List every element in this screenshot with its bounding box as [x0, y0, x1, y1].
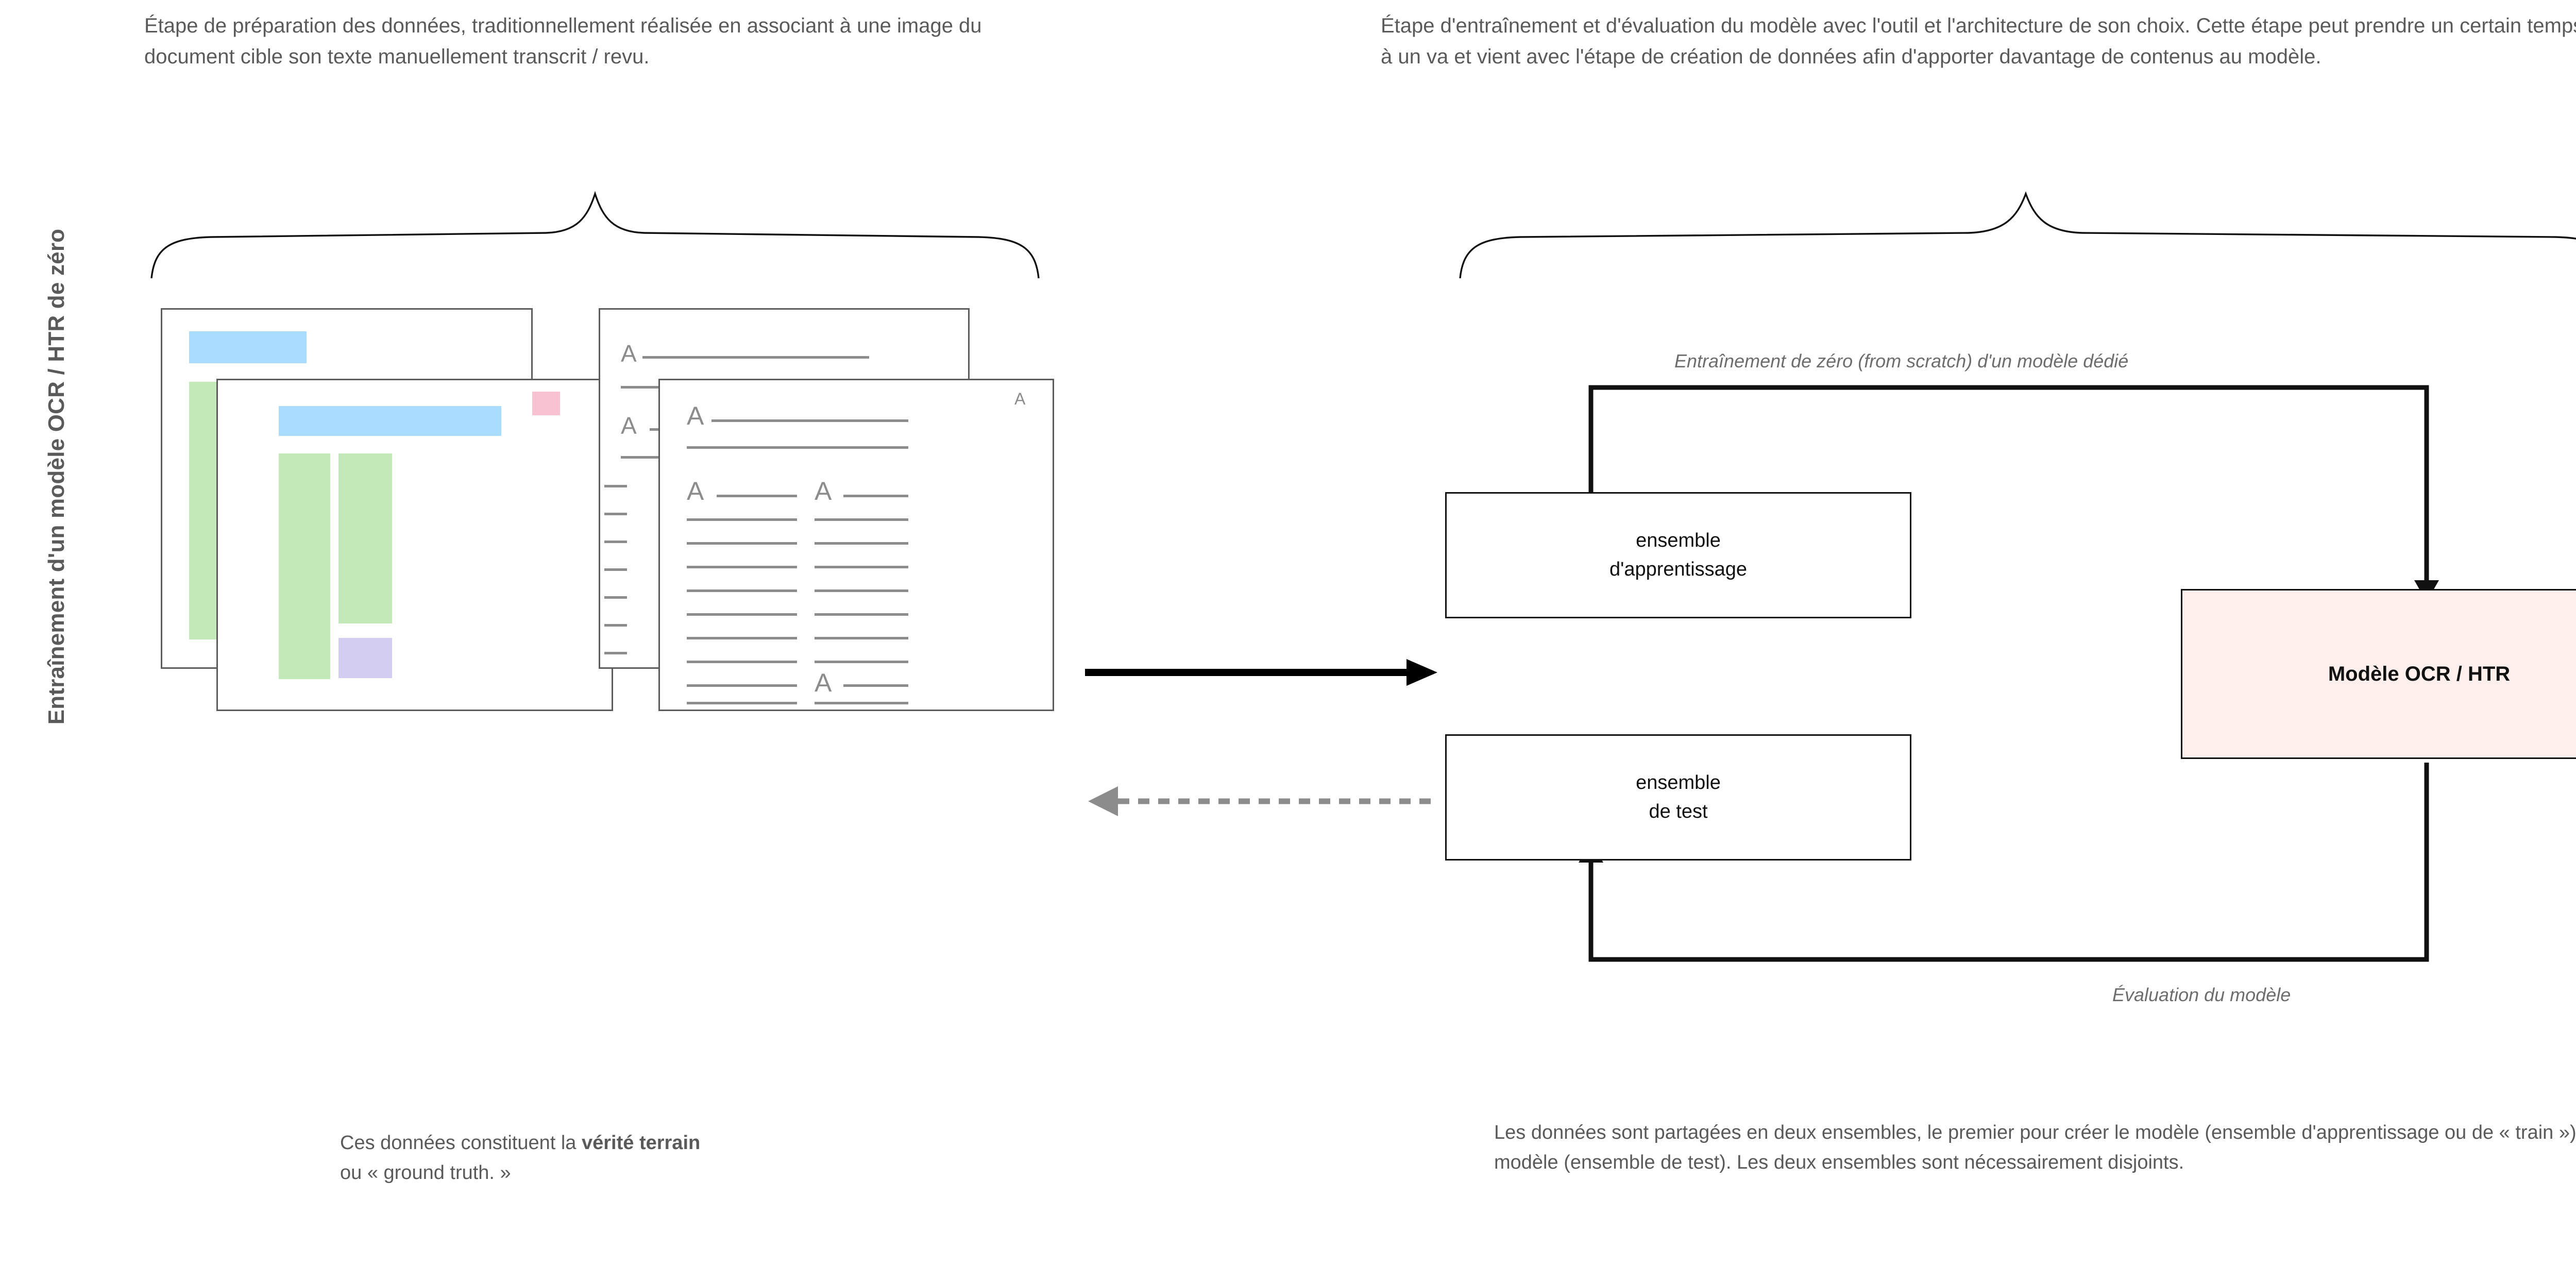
transcription-line [604, 485, 627, 487]
transcription-line [604, 541, 627, 543]
box-test-set-line2: de test [1649, 800, 1708, 822]
transcription-line [815, 637, 908, 639]
box-ocr-htr-model-label: Modèle OCR / HTR [2328, 663, 2511, 685]
transcription-line [843, 684, 908, 687]
region-title-blue [279, 406, 501, 436]
transcription-line [642, 356, 869, 359]
transcription-letter-corner: A [1014, 390, 1026, 408]
arrow-flow-to-data-dashed [1088, 786, 1437, 816]
transcription-line [687, 566, 797, 568]
transcription-line [687, 613, 797, 616]
brace-left [150, 191, 1040, 279]
box-train-set[interactable]: ensemble d'apprentissage [1445, 492, 1911, 618]
transcription-line [687, 589, 797, 592]
transcription-letter: A [815, 668, 832, 697]
transcription-line [843, 495, 908, 497]
transcription-letter: A [687, 401, 704, 430]
document-transcription-front: A A A A A [658, 379, 1054, 711]
transcription-line [815, 542, 908, 545]
brace-middle [1459, 191, 2576, 279]
region-marker-pink [532, 392, 560, 415]
region-footer-purple [338, 638, 392, 678]
box-train-set-line2: d'apprentissage [1609, 558, 1748, 580]
region-column-green-left [279, 453, 330, 679]
transcription-line [717, 495, 797, 497]
box-test-set-line1: ensemble [1636, 772, 1721, 794]
caption-ground-truth: Ces données constituent la vérité terrai… [340, 1128, 1113, 1188]
page-side-title: Entraînement d'un modèle OCR / HTR de zé… [44, 228, 69, 725]
region-title-blue [189, 331, 307, 363]
transcription-line [815, 566, 908, 568]
region-column-green-right [338, 453, 392, 623]
transcription-line [687, 542, 797, 545]
transcription-letter: A [621, 340, 637, 367]
box-ocr-htr-model[interactable]: Modèle OCR / HTR [2181, 589, 2576, 759]
caption-ground-truth-part2: ou « ground truth. » [340, 1161, 511, 1184]
transcription-line [815, 518, 908, 521]
transcription-line [815, 613, 908, 616]
arrow-data-to-flow [1085, 659, 1437, 686]
note-training-evaluation: Étape d'entraînement et d'évaluation du … [1381, 14, 2576, 68]
flow-label-training: Entraînement de zéro (from scratch) d'un… [1674, 350, 2129, 372]
caption-ground-truth-bold: vérité terrain [581, 1132, 701, 1154]
transcription-line [604, 568, 627, 571]
transcription-line [687, 702, 797, 704]
transcription-line [604, 596, 627, 599]
document-layout-front [216, 379, 613, 711]
box-test-set[interactable]: ensemble de test [1445, 734, 1911, 861]
transcription-line [711, 419, 908, 422]
flow-label-evaluation: Évaluation du modèle [2112, 984, 2291, 1005]
transcription-letter: A [687, 477, 704, 505]
transcription-line [687, 684, 797, 687]
transcription-line [815, 589, 908, 592]
box-train-set-line1: ensemble [1636, 530, 1721, 552]
transcription-line [687, 637, 797, 639]
transcription-line [687, 661, 797, 663]
transcription-line [815, 702, 908, 704]
transcription-line [687, 446, 908, 449]
caption-ground-truth-part1: Ces données constituent la [340, 1132, 582, 1154]
transcription-line [604, 624, 627, 627]
transcription-letter: A [815, 477, 832, 505]
caption-train-test-split: Les données sont partagées en deux ensem… [1494, 1122, 2576, 1173]
transcription-line [815, 661, 908, 663]
transcription-line [687, 518, 797, 521]
transcription-letter: A [621, 412, 637, 439]
note-data-preparation: Étape de préparation des données, tradit… [144, 14, 982, 68]
transcription-line [604, 652, 627, 654]
transcription-line [604, 513, 627, 515]
